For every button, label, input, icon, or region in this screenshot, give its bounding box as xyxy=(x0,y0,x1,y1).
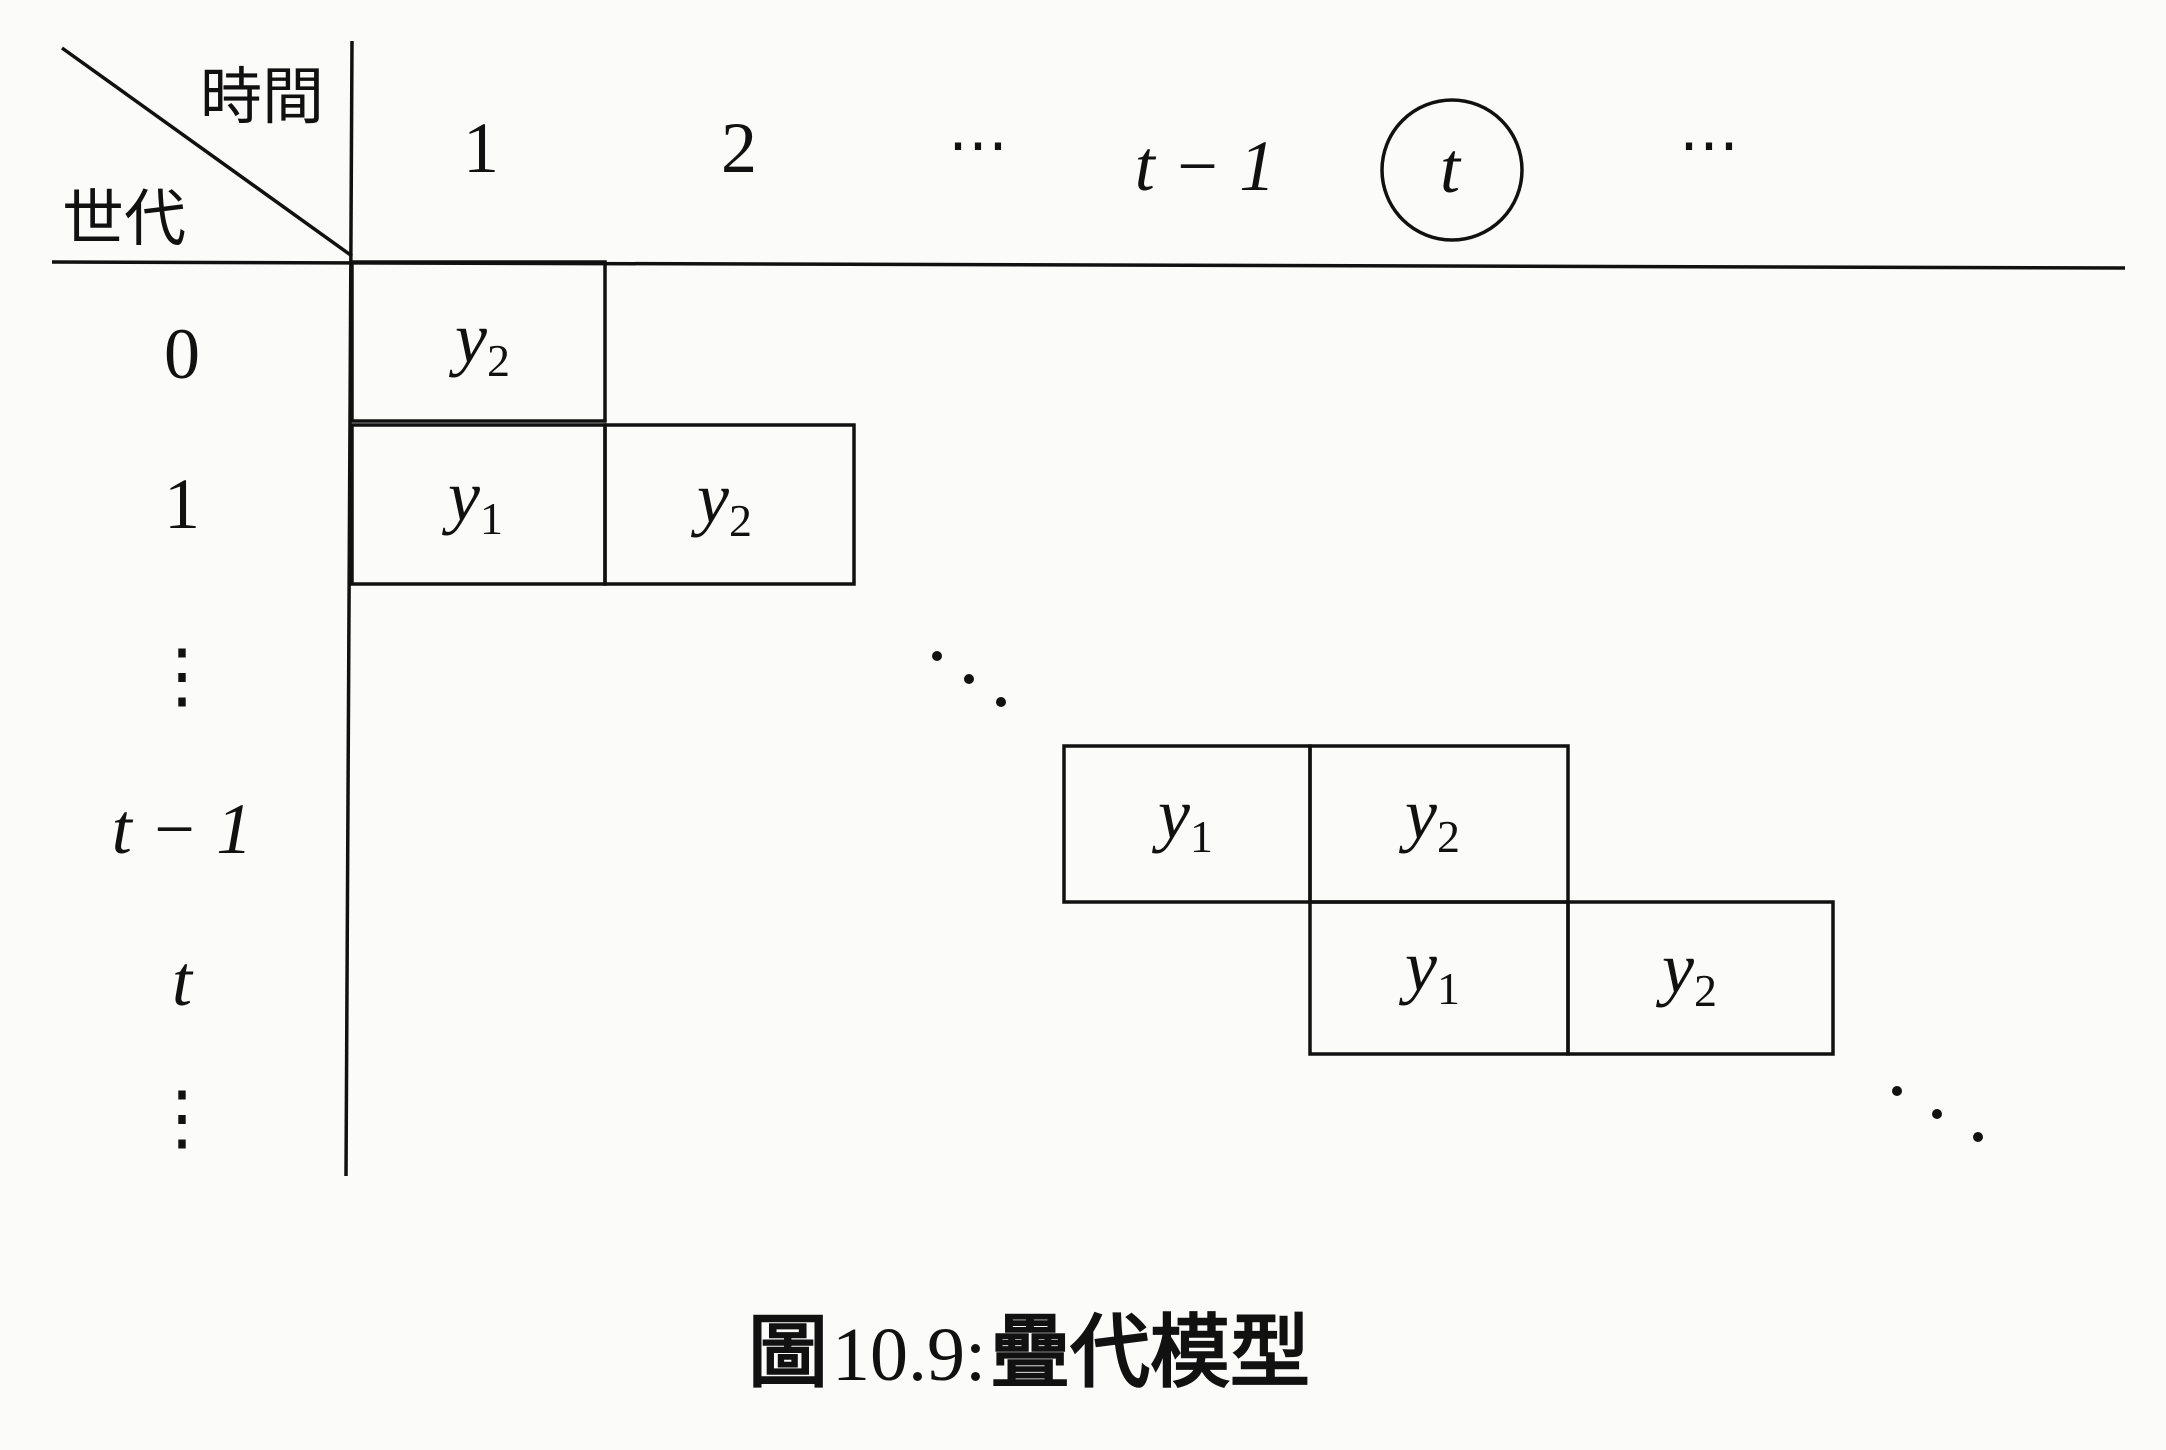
cell-label: y2 xyxy=(690,458,752,546)
column-header: 1 xyxy=(463,108,499,188)
cell-label: y2 xyxy=(1398,774,1460,862)
cell-label: y1 xyxy=(441,456,503,544)
cell-label: y1 xyxy=(1151,774,1213,862)
row-label: ⋮ xyxy=(146,636,218,716)
diagonal-ellipsis xyxy=(932,651,1006,707)
corner-diagonal xyxy=(60,46,354,258)
row-label: 0 xyxy=(164,314,200,394)
cell-label: y2 xyxy=(448,298,510,386)
cell-gent-period-t+1 xyxy=(1566,900,1835,1056)
row-label-rule xyxy=(344,40,354,1177)
diagonal-ellipsis xyxy=(1892,1086,1983,1142)
row-label: t xyxy=(172,941,194,1021)
corner-generation-label: 世代 xyxy=(62,182,186,255)
column-header: t xyxy=(1440,128,1462,208)
row-label: t − 1 xyxy=(112,789,253,869)
cell-gen1-period2 xyxy=(603,423,856,586)
column-header: t − 1 xyxy=(1135,126,1276,206)
column-header: ⋯ xyxy=(1679,112,1739,178)
column-header: 2 xyxy=(721,108,757,188)
column-header: ⋯ xyxy=(948,112,1008,178)
cell-label: y1 xyxy=(1398,926,1460,1014)
current-period-circle xyxy=(1380,98,1524,242)
cell-label: y2 xyxy=(1655,928,1717,1016)
row-label: 1 xyxy=(164,464,200,544)
row-label: ⋮ xyxy=(146,1078,218,1158)
corner-time-label: 時間 xyxy=(200,60,324,133)
figure-caption: 圖 10.9: 疊代模型 xyxy=(748,1306,1310,1399)
cell-gen0-period1 xyxy=(350,260,607,423)
